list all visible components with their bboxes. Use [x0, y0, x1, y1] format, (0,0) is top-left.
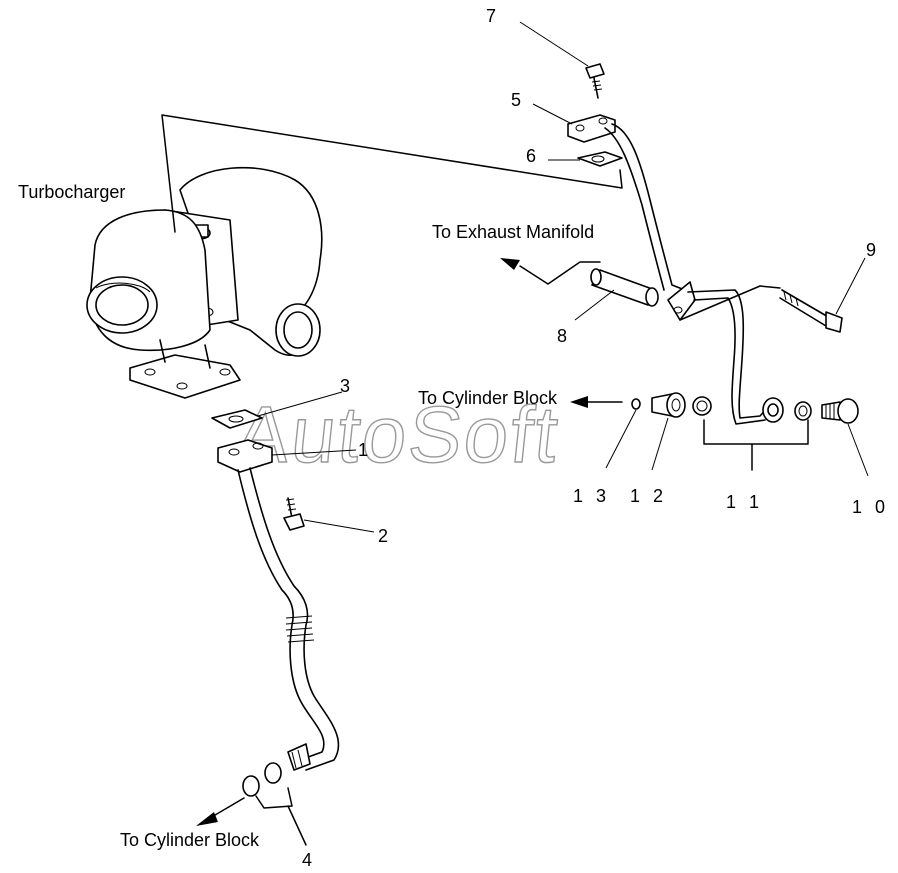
flange-5: [567, 114, 616, 143]
washer-11-left: [692, 396, 712, 416]
callout-1: 1: [358, 440, 372, 460]
leader-7: [519, 21, 589, 67]
leader-13: [605, 409, 637, 469]
washer-4-left: [242, 775, 260, 797]
callout-4: 4: [302, 850, 316, 870]
gasket-6: [577, 151, 623, 167]
bolt-2: [283, 497, 305, 531]
exhaust-manifold-guide: [519, 261, 601, 285]
bolt-7: [585, 63, 605, 99]
leader-8: [574, 289, 615, 321]
guide-line-turbo-to-flange: [161, 114, 623, 233]
lower-oil-pipe: [237, 469, 325, 761]
washer-4-right: [264, 762, 282, 784]
callout-3: 3: [340, 376, 354, 396]
callout-9: 9: [866, 240, 880, 260]
washer-11-right: [794, 401, 812, 421]
gasket-3: [211, 409, 263, 429]
callout-2: 2: [378, 526, 392, 546]
cylinder-block-upper-arrow: [570, 396, 588, 408]
banjo-bolt-10: [821, 398, 859, 424]
hose-8: [590, 268, 659, 307]
o-ring-13: [631, 398, 641, 410]
exhaust-manifold-label: To Exhaust Manifold: [432, 222, 594, 242]
exhaust-arrow-head: [500, 258, 520, 270]
leader-1: [271, 449, 357, 456]
callout-10: 1 0: [852, 497, 889, 517]
leader-5: [532, 103, 573, 125]
oil-pipe-11: [687, 289, 771, 419]
callout-12: 1 2: [630, 486, 667, 506]
leader-3: [257, 391, 343, 417]
leader-2: [303, 519, 375, 533]
cylinder-block-lower-label: To Cylinder Block: [120, 830, 260, 850]
callout-6: 6: [526, 146, 540, 166]
cylinder-block-lower-guide: [209, 797, 245, 819]
turbocharger-assembly: [86, 166, 323, 399]
callout-8: 8: [557, 326, 571, 346]
callout-7: 7: [486, 6, 500, 26]
guide-line-9: [679, 285, 781, 321]
cylinder-block-lower-arrow: [196, 812, 218, 826]
flange-1: [217, 439, 273, 473]
bracket-11: [703, 419, 809, 445]
cylinder-block-upper-label: To Cylinder Block: [418, 388, 558, 408]
callout-5: 5: [511, 90, 525, 110]
callout-13: 1 3: [573, 486, 610, 506]
callout-11: 1 1: [726, 492, 763, 512]
leader-9: [835, 257, 866, 315]
leader-10: [847, 423, 869, 477]
leader-12: [651, 417, 669, 471]
pipe-clamp: [667, 281, 696, 321]
watermark-text: AutoSoft: [232, 389, 564, 479]
fitting-12: [651, 392, 686, 418]
bolt-9: [779, 289, 843, 333]
turbocharger-label: Turbocharger: [18, 182, 125, 202]
upper-oil-pipe: [611, 123, 691, 293]
